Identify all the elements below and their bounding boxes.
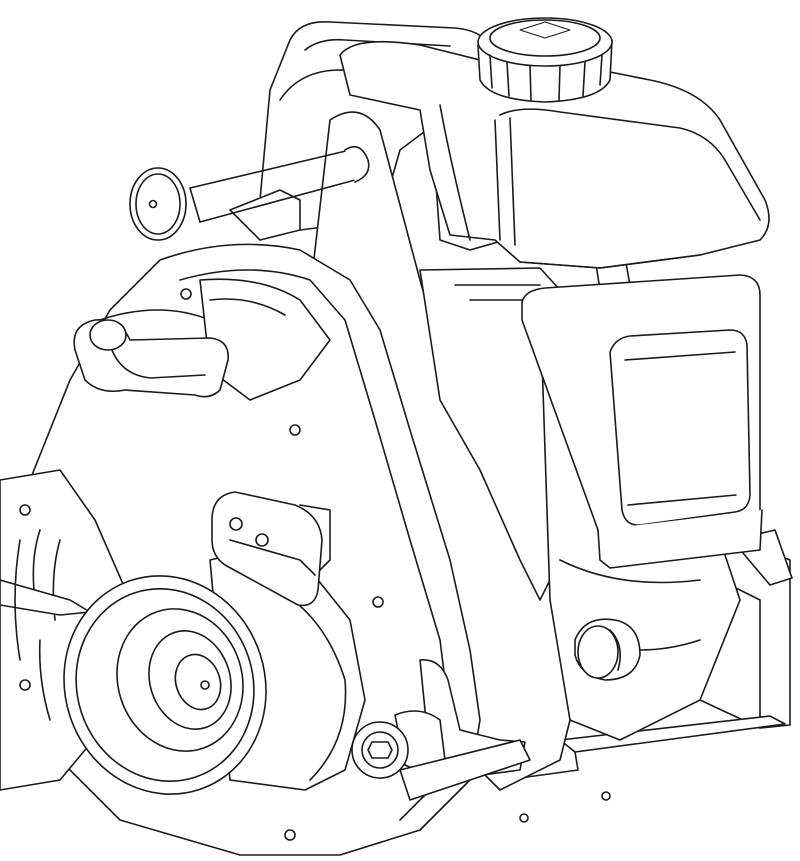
rope-guide — [211, 491, 331, 607]
fuel-cap — [477, 17, 613, 103]
air-filter-cover — [521, 274, 763, 569]
fasteners — [19, 288, 611, 841]
carry-handle — [129, 145, 370, 241]
lever-assembly — [351, 659, 531, 801]
fuel-tank — [339, 40, 770, 269]
capstan-drum — [63, 553, 366, 795]
control-knob — [574, 618, 641, 681]
side-hook — [73, 319, 229, 398]
